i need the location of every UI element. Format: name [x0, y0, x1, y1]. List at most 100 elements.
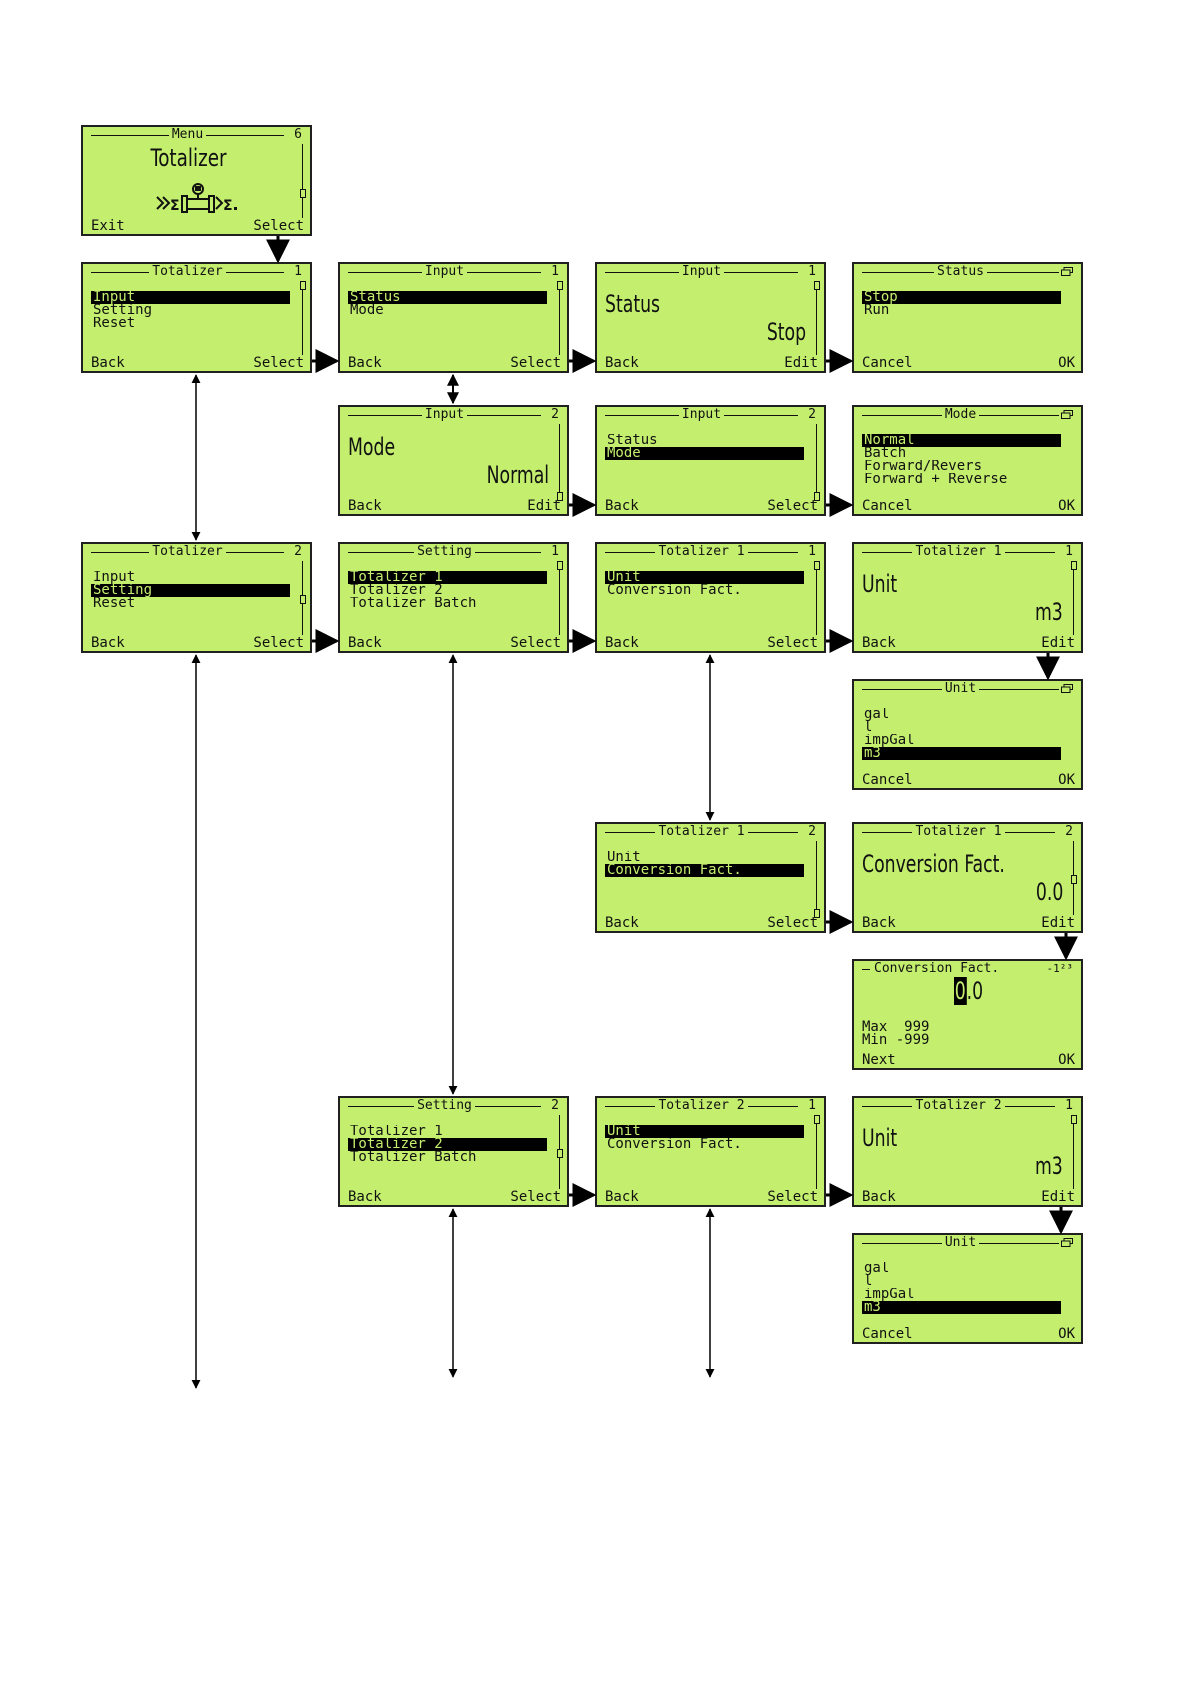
- menu-list: Unit Conversion Fact.: [605, 851, 804, 877]
- softkey-cancel[interactable]: Cancel: [862, 498, 913, 514]
- softkey-back[interactable]: Back: [91, 635, 125, 651]
- softkey-select[interactable]: Select: [767, 1189, 818, 1205]
- softkey-back[interactable]: Back: [348, 635, 382, 651]
- list-item-reset[interactable]: Reset: [93, 597, 136, 610]
- softkey-select[interactable]: Select: [767, 915, 818, 931]
- option-stop[interactable]: Stop: [862, 291, 1061, 304]
- softkey-select[interactable]: Select: [253, 218, 304, 234]
- list-item-totalizer-batch[interactable]: Totalizer Batch: [350, 1151, 477, 1164]
- menu-list: Totalizer 1 Totalizer 2 Totalizer Batch: [348, 1125, 547, 1164]
- softkey-back[interactable]: Back: [605, 635, 639, 651]
- list-item-setting[interactable]: Setting: [93, 304, 153, 317]
- page-number: 6: [292, 127, 302, 142]
- softkey-back[interactable]: Back: [348, 1189, 382, 1205]
- softkey-select[interactable]: Select: [253, 355, 304, 371]
- scrollbar: [300, 144, 306, 218]
- softkey-back[interactable]: Back: [605, 355, 639, 371]
- page-number: 1: [1063, 1098, 1073, 1113]
- parameter-value: m3: [1035, 598, 1063, 626]
- screen-title: Setting: [414, 544, 475, 559]
- list-item-conversion-fact[interactable]: Conversion Fact.: [607, 584, 742, 597]
- scrollbar: [557, 561, 563, 635]
- softkey-cancel[interactable]: Cancel: [862, 772, 913, 788]
- option-forward-reverse[interactable]: Forward + Reverse: [864, 473, 1008, 486]
- option-gal[interactable]: gal: [864, 708, 890, 721]
- option-l[interactable]: l: [864, 1275, 873, 1288]
- screen-title: Menu: [168, 127, 207, 142]
- softkey-bar: Cancel OK: [862, 355, 1075, 371]
- softkey-back[interactable]: Back: [862, 1189, 896, 1205]
- softkey-edit[interactable]: Edit: [1041, 915, 1075, 931]
- option-batch[interactable]: Batch: [864, 447, 907, 460]
- list-item-setting[interactable]: Setting: [91, 584, 290, 597]
- screen-header: Menu 6: [91, 127, 302, 142]
- list-item-conversion-fact[interactable]: Conversion Fact.: [605, 864, 804, 877]
- softkey-back[interactable]: Back: [605, 915, 639, 931]
- softkey-back[interactable]: Back: [862, 635, 896, 651]
- list-item-unit[interactable]: Unit: [605, 1125, 804, 1138]
- softkey-edit[interactable]: Edit: [1041, 635, 1075, 651]
- list-item-input[interactable]: Input: [91, 291, 290, 304]
- list-item-input[interactable]: Input: [93, 571, 136, 584]
- list-item-totalizer-1[interactable]: Totalizer 1: [350, 1125, 443, 1138]
- edit-cursor-digit[interactable]: 0: [954, 977, 967, 1005]
- softkey-select[interactable]: Select: [253, 635, 304, 651]
- softkey-ok[interactable]: OK: [1058, 355, 1075, 371]
- softkey-select[interactable]: Select: [767, 635, 818, 651]
- softkey-back[interactable]: Back: [605, 1189, 639, 1205]
- softkey-back[interactable]: Back: [862, 915, 896, 931]
- list-item-reset[interactable]: Reset: [93, 317, 136, 330]
- option-m3[interactable]: m3: [862, 747, 1061, 760]
- option-m3[interactable]: m3: [862, 1301, 1061, 1314]
- list-item-totalizer-2[interactable]: Totalizer 2: [348, 1138, 547, 1151]
- page-number: 2: [1063, 824, 1073, 839]
- list-item-unit[interactable]: Unit: [605, 571, 804, 584]
- softkey-ok[interactable]: OK: [1058, 772, 1075, 788]
- softkey-select[interactable]: Select: [510, 635, 561, 651]
- softkey-next[interactable]: Next: [862, 1052, 896, 1068]
- screen-totalizer1-list-1: Totalizer 1 1 Unit Conversion Fact. Back…: [595, 542, 826, 653]
- scrollbar: [557, 424, 563, 501]
- screen-header: Input 2: [605, 407, 816, 422]
- list-item-mode[interactable]: Mode: [605, 447, 804, 460]
- softkey-edit[interactable]: Edit: [784, 355, 818, 371]
- list-item-status[interactable]: Status: [607, 434, 658, 447]
- min-limit: Min -999: [862, 1032, 930, 1048]
- softkey-select[interactable]: Select: [767, 498, 818, 514]
- option-list: gal l impGal m3: [862, 1262, 1061, 1314]
- softkey-back[interactable]: Back: [348, 498, 382, 514]
- option-run[interactable]: Run: [864, 304, 890, 317]
- list-item-conversion-fact[interactable]: Conversion Fact.: [607, 1138, 742, 1151]
- list-item-mode[interactable]: Mode: [350, 304, 384, 317]
- list-item-totalizer-1[interactable]: Totalizer 1: [348, 571, 547, 584]
- softkey-exit[interactable]: Exit: [91, 218, 125, 234]
- softkey-select[interactable]: Select: [510, 355, 561, 371]
- softkey-ok[interactable]: OK: [1058, 498, 1075, 514]
- option-gal[interactable]: gal: [864, 1262, 890, 1275]
- softkey-cancel[interactable]: Cancel: [862, 1326, 913, 1342]
- softkey-ok[interactable]: OK: [1058, 1052, 1075, 1068]
- option-impgal[interactable]: impGal: [864, 1288, 915, 1301]
- screen-title: Input: [421, 407, 468, 422]
- softkey-cancel[interactable]: Cancel: [862, 355, 913, 371]
- softkey-back[interactable]: Back: [91, 355, 125, 371]
- list-item-totalizer-2[interactable]: Totalizer 2: [350, 584, 443, 597]
- option-forward-revers[interactable]: Forward/Revers: [864, 460, 983, 473]
- menu-list: Unit Conversion Fact.: [605, 571, 804, 597]
- softkey-select[interactable]: Select: [510, 1189, 561, 1205]
- list-item-totalizer-batch[interactable]: Totalizer Batch: [350, 597, 477, 610]
- list-item-status[interactable]: Status: [348, 291, 547, 304]
- softkey-back[interactable]: Back: [605, 498, 639, 514]
- menu-list: Status Mode: [348, 291, 547, 317]
- option-normal[interactable]: Normal: [862, 434, 1061, 447]
- option-impgal[interactable]: impGal: [864, 734, 915, 747]
- screen-setting-1: Setting 1 Totalizer 1 Totalizer 2 Totali…: [338, 542, 569, 653]
- list-item-unit[interactable]: Unit: [607, 851, 641, 864]
- option-l[interactable]: l: [864, 721, 873, 734]
- softkey-ok[interactable]: OK: [1058, 1326, 1075, 1342]
- edit-value[interactable]: 0.0: [954, 977, 983, 1005]
- softkey-back[interactable]: Back: [348, 355, 382, 371]
- softkey-edit[interactable]: Edit: [527, 498, 561, 514]
- softkey-edit[interactable]: Edit: [1041, 1189, 1075, 1205]
